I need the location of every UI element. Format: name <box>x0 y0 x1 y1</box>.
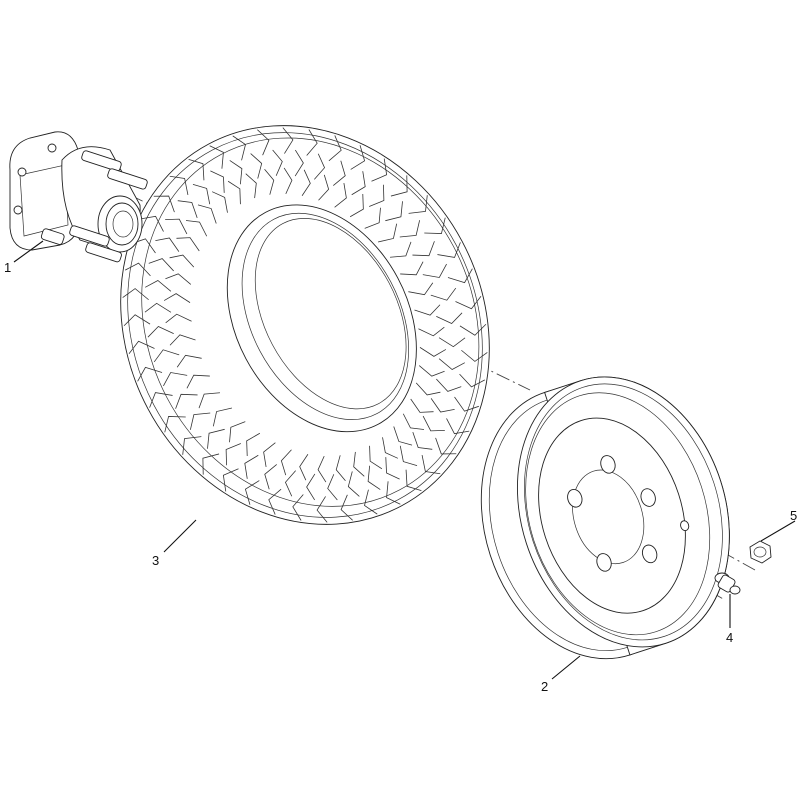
tire <box>120 125 490 525</box>
rim <box>480 376 730 660</box>
wheel-studs <box>40 150 148 263</box>
lug-nut <box>749 540 772 564</box>
leader-5 <box>760 520 796 542</box>
leader-3 <box>163 519 197 553</box>
leader-1 <box>13 240 44 263</box>
wheel-hub-assembly <box>9 131 148 263</box>
callout-labels: 1 2 3 4 5 <box>4 260 797 694</box>
callout-label-1: 1 <box>4 260 11 275</box>
callout-leaders <box>13 240 796 680</box>
leader-2 <box>551 655 581 680</box>
callout-label-2: 2 <box>541 679 548 694</box>
rim-bolt-holes <box>567 455 658 572</box>
callout-label-4: 4 <box>726 630 733 645</box>
valve-stem <box>714 572 741 595</box>
callout-label-5: 5 <box>790 508 797 523</box>
tire-tread <box>122 127 488 523</box>
callout-label-3: 3 <box>152 553 159 568</box>
